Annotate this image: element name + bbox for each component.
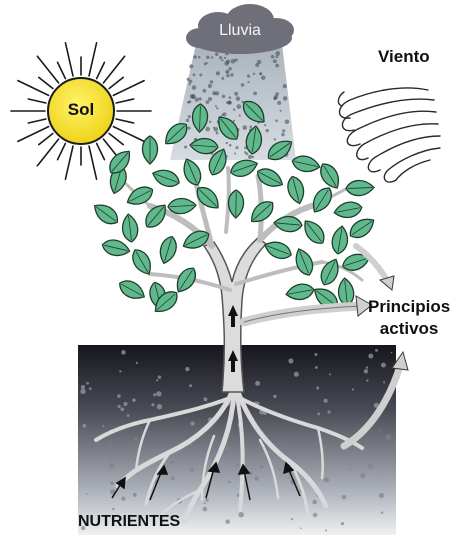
active-principles-label-line2: activos	[368, 318, 450, 340]
rain-label: Lluvia	[205, 22, 275, 40]
wind-label: Viento	[378, 47, 430, 67]
nutrients-label: NUTRIENTES	[78, 513, 180, 531]
sun-label: Sol	[56, 100, 106, 120]
wind-gusts	[338, 88, 440, 182]
active-principles-label-line1: Principios	[368, 296, 450, 318]
active-principles-label: Principios activos	[368, 296, 450, 340]
